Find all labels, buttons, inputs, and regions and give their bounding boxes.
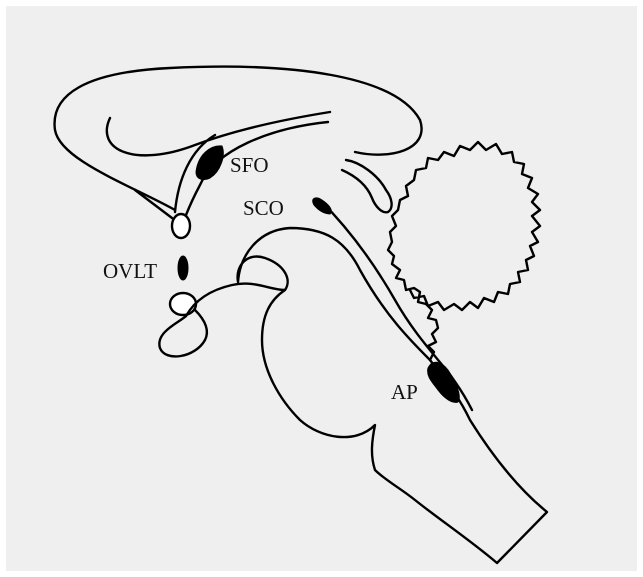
cerebellum-outline: [388, 142, 540, 360]
hook-structure: [342, 160, 392, 212]
pituitary-outline: [159, 310, 207, 356]
ap-organ: [428, 362, 460, 402]
ovlt-organ: [178, 256, 188, 280]
lower-oval: [170, 293, 196, 315]
upper-oval: [172, 214, 190, 238]
lamina-line: [135, 190, 172, 218]
sco-organ: [313, 198, 332, 214]
brainstem-outline: [186, 228, 547, 563]
ovlt-label: OVLT: [103, 259, 157, 283]
sfo-organ: [196, 146, 223, 180]
sfo-label: SFO: [230, 153, 269, 177]
ap-label: AP: [391, 380, 418, 404]
sco-label: SCO: [243, 196, 284, 220]
